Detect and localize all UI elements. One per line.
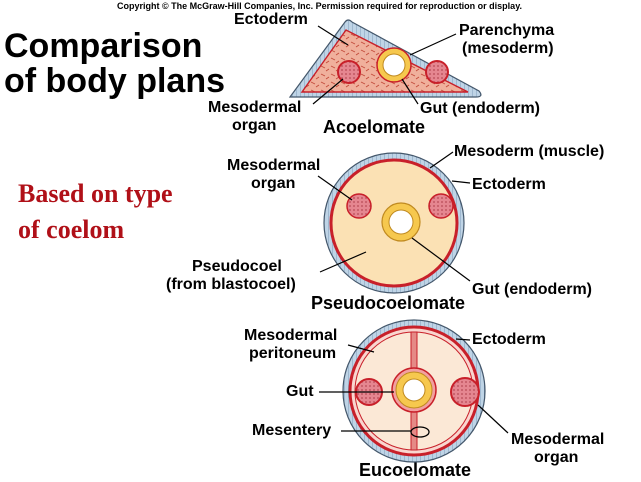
pseudocoelomate-gut-lumen bbox=[388, 209, 414, 235]
leader-aco-ectoderm bbox=[317, 25, 349, 46]
acoelomate-organ-right bbox=[425, 60, 449, 84]
label-aco-parenchyma-1: Parenchyma bbox=[459, 22, 555, 39]
label-aco-organ-1: Mesodermal bbox=[208, 99, 302, 116]
label-eu-gut: Gut bbox=[286, 383, 314, 400]
label-pseudo-cavity-1: Pseudocoel bbox=[192, 258, 282, 275]
leader-pseudo-mesoderm bbox=[429, 151, 454, 169]
label-aco-ectoderm: Ectoderm bbox=[234, 11, 308, 28]
leader-eu-organ bbox=[477, 404, 509, 434]
leader-aco-parenchyma bbox=[409, 33, 457, 56]
label-aco-organ-2: organ bbox=[232, 117, 277, 134]
copyright-notice: Copyright © The McGraw-Hill Companies, I… bbox=[117, 1, 523, 11]
label-eu-organ-1: Mesodermal bbox=[511, 431, 605, 448]
leader-pseudo-cavity bbox=[319, 251, 367, 273]
eucoelomate-diagram bbox=[342, 319, 486, 463]
pseudocoelomate-diagram bbox=[323, 152, 465, 294]
label-pseudo-ectoderm: Ectoderm bbox=[472, 176, 546, 193]
leader-aco-gut bbox=[401, 78, 419, 105]
leader-eu-peritoneum bbox=[347, 344, 375, 353]
leader-pseudo-organ bbox=[317, 175, 353, 201]
label-pseudo-organ-1: Mesodermal bbox=[227, 157, 321, 174]
acoelomate-diagram bbox=[288, 19, 482, 98]
leader-pseudo-ectoderm bbox=[451, 180, 471, 184]
acoelomate-organ-left bbox=[337, 60, 361, 84]
label-pseudo-gut: Gut (endoderm) bbox=[472, 281, 592, 298]
leader-aco-organ bbox=[312, 78, 344, 105]
label-eu-ectoderm: Ectoderm bbox=[472, 331, 546, 348]
label-aco-gut: Gut (endoderm) bbox=[420, 100, 540, 117]
label-pseudo-organ-2: organ bbox=[251, 175, 296, 192]
label-eu-peritoneum-2: peritoneum bbox=[249, 345, 337, 362]
label-pseudo-mesoderm: Mesoderm (muscle) bbox=[454, 143, 605, 160]
eucoelomate-gut-lumen bbox=[402, 378, 426, 402]
label-eu-mesentery: Mesentery bbox=[252, 422, 332, 439]
leader-pseudo-gut bbox=[411, 237, 471, 282]
page-title-line-2: of body plans bbox=[4, 62, 225, 100]
subtitle-line-2: of coelom bbox=[18, 215, 125, 244]
leader-lines bbox=[312, 25, 509, 434]
eucoelomate-organ-right bbox=[450, 377, 480, 407]
page-title-line-1: Comparison bbox=[4, 27, 203, 65]
leader-eu-ectoderm bbox=[455, 338, 471, 341]
caption-pseudocoelomate: Pseudocoelomate bbox=[311, 293, 466, 313]
pseudocoelomate-organ-right bbox=[428, 193, 454, 219]
label-pseudo-cavity-2: (from blastocoel) bbox=[166, 276, 296, 293]
caption-eucoelomate: Eucoelomate bbox=[359, 460, 472, 480]
subtitle-line-1: Based on type bbox=[18, 179, 173, 208]
label-eu-peritoneum-1: Mesodermal bbox=[244, 327, 338, 344]
pseudocoelomate-organ-left bbox=[346, 193, 372, 219]
acoelomate-gut-lumen bbox=[382, 53, 406, 77]
mesentery-marker bbox=[410, 426, 430, 438]
label-eu-organ-2: organ bbox=[534, 449, 579, 466]
label-aco-parenchyma-2: (mesoderm) bbox=[462, 40, 554, 57]
caption-acoelomate: Acoelomate bbox=[323, 117, 426, 137]
